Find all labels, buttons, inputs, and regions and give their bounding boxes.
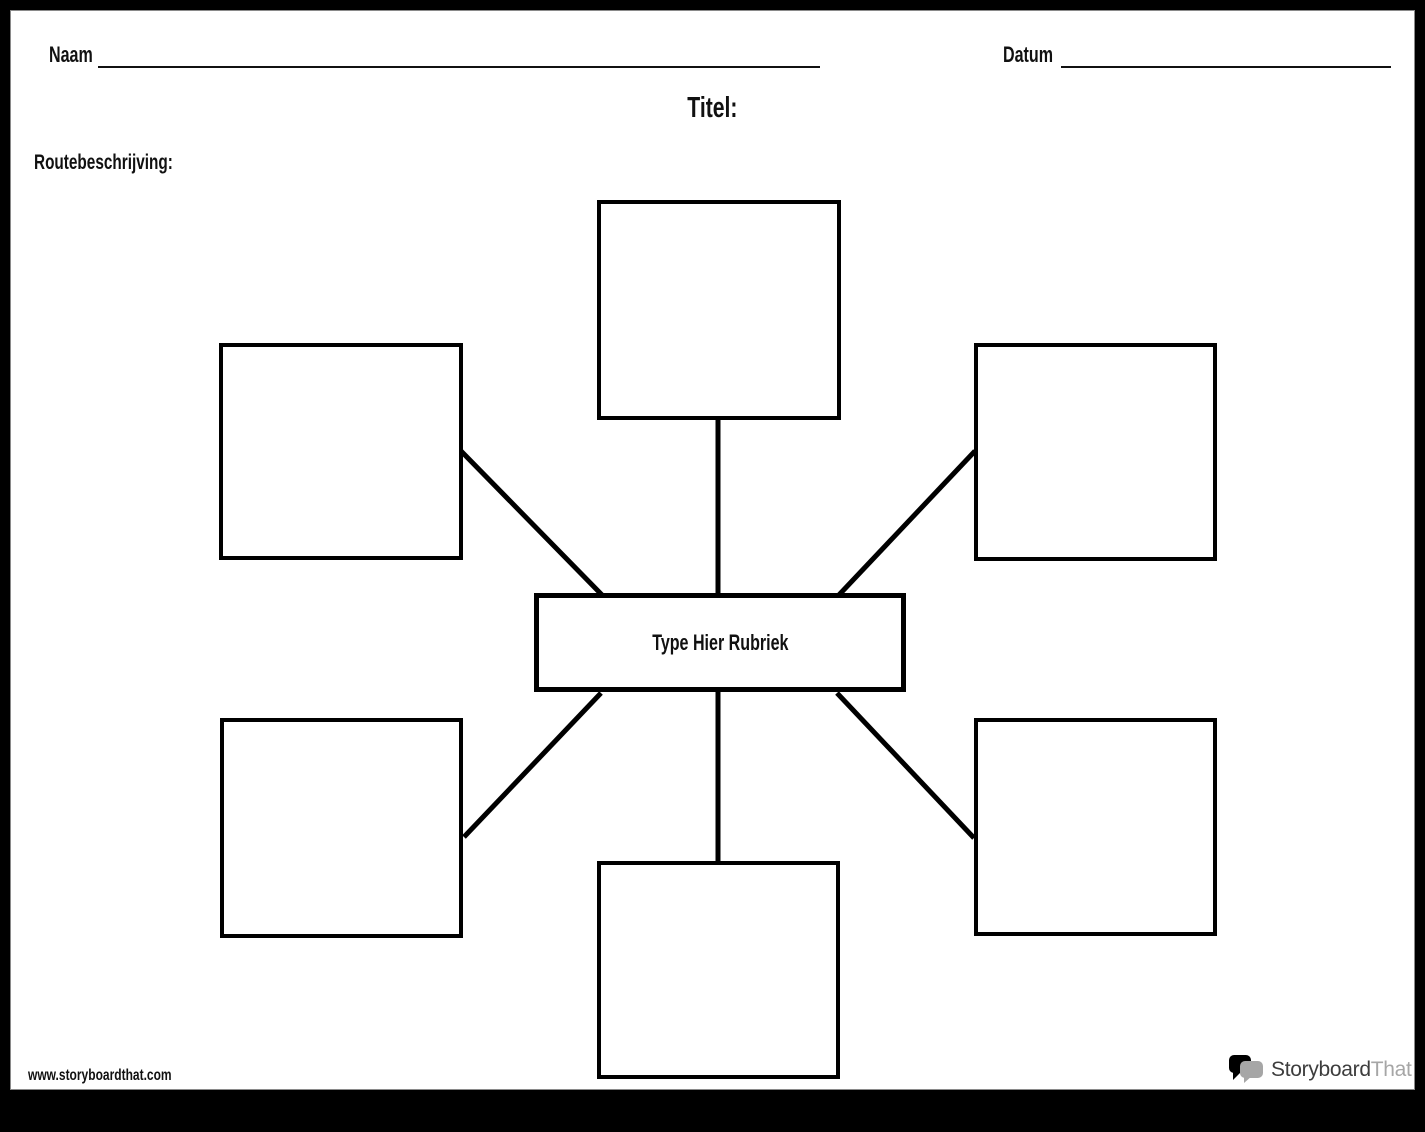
page-title-text: Titel: <box>687 92 738 124</box>
storyboardthat-logo: StoryboardThat <box>1229 1052 1412 1086</box>
name-write-line <box>98 66 820 68</box>
worksheet-page: Naam Datum Titel: Routebeschrijving: Typ… <box>10 10 1415 1090</box>
name-label-text: Naam <box>49 42 93 67</box>
brand-part-that: That <box>1370 1057 1412 1081</box>
spider-cell-bottom-left[interactable] <box>220 718 463 938</box>
brand-part-storyboard: Storyboard <box>1271 1057 1371 1081</box>
page-title: Titel: <box>11 94 1414 123</box>
directions-label: Routebeschrijving: <box>34 152 224 173</box>
connector-line-bottom-right <box>835 691 976 840</box>
date-label: Datum <box>1003 44 1071 66</box>
brand-wordmark: StoryboardThat <box>1271 1059 1412 1080</box>
name-label: Naam <box>49 44 109 66</box>
directions-label-text: Routebeschrijving: <box>34 151 173 174</box>
speech-bubbles-icon <box>1229 1055 1263 1083</box>
spider-cell-bottom-right[interactable] <box>974 718 1217 936</box>
date-write-line <box>1061 66 1391 68</box>
connector-line-top-left <box>459 449 606 599</box>
spider-cell-top[interactable] <box>597 200 841 420</box>
connector-line-bottom-left <box>462 691 603 839</box>
date-label-text: Datum <box>1003 42 1053 67</box>
spider-center-label: Type Hier Rubriek <box>651 629 789 655</box>
spider-center-cell[interactable]: Type Hier Rubriek <box>534 593 906 692</box>
website-text: www.storyboardthat.com <box>28 1067 172 1084</box>
spider-cell-top-right[interactable] <box>974 343 1217 561</box>
website-label: www.storyboardthat.com <box>28 1068 219 1084</box>
connector-lines <box>459 416 977 867</box>
connector-line-top-right <box>835 449 977 599</box>
spider-cell-top-left[interactable] <box>219 343 463 560</box>
spider-cell-bottom[interactable] <box>597 861 840 1079</box>
